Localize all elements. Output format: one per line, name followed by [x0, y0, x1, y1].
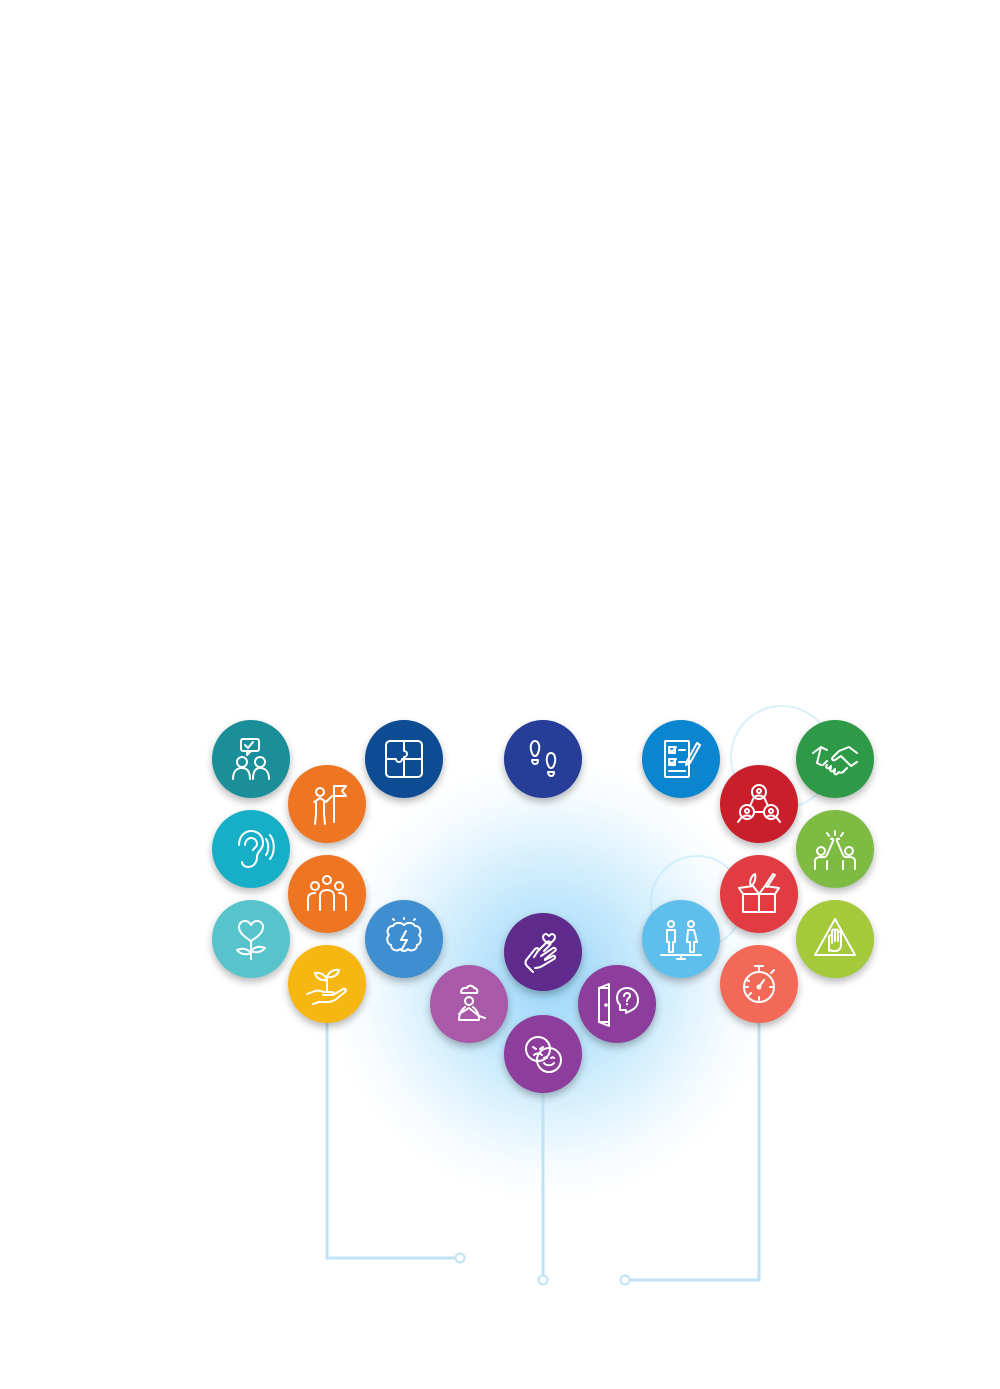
footprints-icon: [529, 740, 557, 777]
node-boundaries[interactable]: [796, 900, 874, 978]
node-next-steps[interactable]: [504, 720, 582, 798]
node-critical-thinking[interactable]: [365, 900, 443, 978]
node-equality[interactable]: [642, 900, 720, 978]
hand-heart-icon: [524, 933, 557, 973]
people-balance-icon: [660, 920, 702, 960]
dialogue-icon: [232, 738, 270, 780]
stopwatch-icon: [743, 965, 775, 1003]
stop-hand-icon: [814, 918, 856, 956]
checklist-icon: [664, 740, 701, 778]
connector-center-end: [537, 1274, 549, 1286]
connector-right-end: [619, 1274, 631, 1286]
node-collaboration[interactable]: [796, 720, 874, 798]
door-question-icon: [598, 983, 639, 1027]
faces-icon: [525, 1036, 562, 1073]
ear-icon: [238, 830, 275, 868]
connector-left: [325, 1020, 457, 1260]
node-emotions[interactable]: [504, 1015, 582, 1093]
node-curiosity[interactable]: [578, 965, 656, 1043]
handshake-icon: [812, 746, 858, 776]
connector-left-end: [454, 1252, 466, 1264]
node-empathy[interactable]: [212, 900, 290, 978]
heart-flower-icon: [236, 920, 266, 960]
puzzle-icon: [385, 740, 423, 778]
node-problem-solving[interactable]: [365, 720, 443, 798]
node-celebration[interactable]: [796, 810, 874, 888]
high-five-icon: [814, 830, 856, 870]
connector-right: [628, 1020, 761, 1282]
brain-icon: [386, 917, 422, 952]
node-networking[interactable]: [720, 765, 798, 843]
node-leadership[interactable]: [288, 765, 366, 843]
node-growth[interactable]: [288, 945, 366, 1023]
creative-box-icon: [738, 873, 780, 913]
node-teamwork[interactable]: [288, 855, 366, 933]
group-icon: [307, 875, 347, 911]
node-self-care[interactable]: [504, 913, 582, 991]
node-time-management[interactable]: [720, 945, 798, 1023]
node-planning[interactable]: [642, 720, 720, 798]
person-flag-icon: [313, 785, 347, 825]
node-creativity[interactable]: [720, 855, 798, 933]
network-people-icon: [737, 784, 781, 823]
node-reflection[interactable]: [430, 965, 508, 1043]
node-communication[interactable]: [212, 720, 290, 798]
hand-sprout-icon: [306, 968, 347, 1005]
thinking-person-icon: [458, 984, 486, 1021]
node-listening[interactable]: [212, 810, 290, 888]
